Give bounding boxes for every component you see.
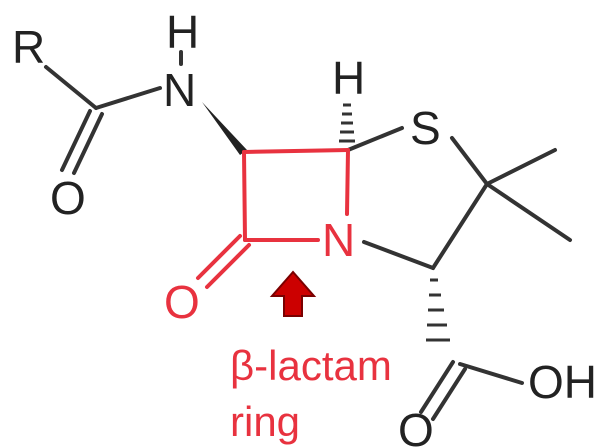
bond-c2-methyl-2 — [485, 182, 572, 242]
bond-s-c2 — [450, 136, 489, 186]
bond-carboxyl-o-a — [419, 360, 455, 414]
hashed-bond-c3-carboxyl — [426, 278, 450, 342]
wedge-bond-n-c6 — [202, 102, 247, 155]
ring-bond-right — [345, 148, 350, 216]
atom-s: S — [410, 102, 441, 154]
bond-c2-c3 — [431, 182, 489, 270]
bond-carbonyl-o-b — [72, 112, 104, 175]
bond-carboxyl-oh — [458, 362, 524, 385]
atom-oh: OH — [528, 356, 597, 408]
bond-c3-n — [362, 240, 435, 270]
bond-c5-s — [346, 126, 404, 152]
atom-h-amide: H — [166, 6, 199, 58]
ring-carbonyl-o-b — [205, 243, 251, 289]
ring-bond-top — [242, 148, 350, 154]
atom-o-lactam: O — [164, 276, 200, 328]
atom-n-ring: N — [322, 214, 355, 266]
dark-bonds — [44, 50, 572, 421]
atom-r: R — [12, 21, 45, 73]
bond-carboxyl-o-b — [431, 367, 467, 421]
atom-o-amide: O — [50, 172, 86, 224]
atom-n-amide: N — [163, 64, 196, 116]
bond-r-carbonyl — [44, 65, 98, 110]
atom-o-carboxyl: O — [398, 404, 434, 448]
bond-c2-methyl-1 — [485, 148, 557, 186]
bond-carbonyl-n — [94, 86, 162, 110]
beta-lactam-caption-line2: ring — [230, 398, 300, 445]
beta-lactam-caption-line1: β-lactam — [230, 342, 392, 389]
beta-lactam-ring-bonds — [196, 148, 350, 289]
ring-bond-left — [242, 150, 247, 242]
bond-carbonyl-o-a — [60, 109, 92, 172]
hashed-bond-c5-h — [339, 103, 355, 143]
up-arrow-icon — [269, 270, 317, 317]
atom-h-bridge: H — [332, 52, 365, 104]
ring-carbonyl-o-a — [196, 234, 242, 280]
